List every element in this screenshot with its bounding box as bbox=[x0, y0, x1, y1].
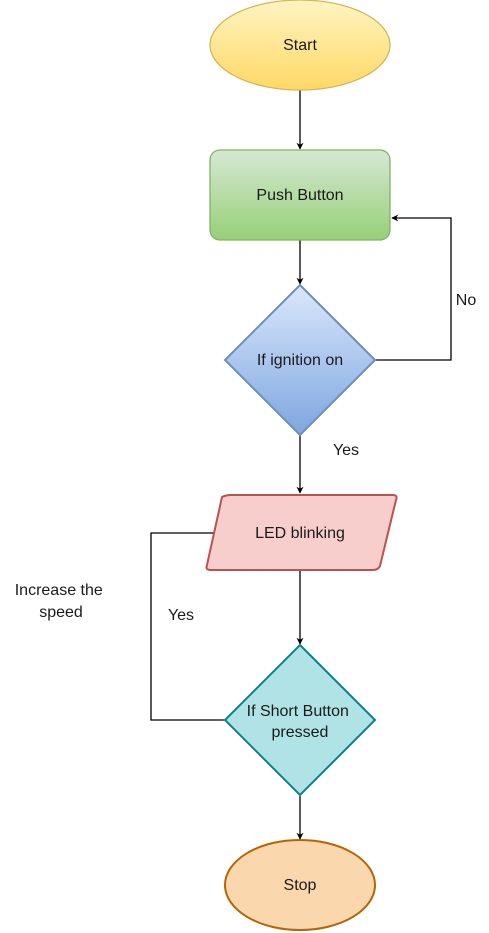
stop-node: Stop bbox=[224, 839, 376, 931]
short-button-decision-node: If Short Button pressed bbox=[223, 643, 377, 797]
led-blinking-label: LED blinking bbox=[255, 525, 345, 542]
led-blinking-shape bbox=[205, 494, 398, 571]
ignition-decision-label: If ignition on bbox=[257, 352, 343, 369]
push-button-label: Push Button bbox=[256, 187, 343, 204]
edges bbox=[150, 90, 452, 840]
short-button-decision-shape bbox=[223, 643, 377, 797]
ignition-decision-shape bbox=[223, 283, 377, 437]
short-yes-label: Yes bbox=[168, 607, 194, 624]
short-button-label-line-1: If Short Button bbox=[247, 703, 349, 720]
stop-label: Stop bbox=[284, 877, 317, 894]
edge-ignition-no-loop bbox=[375, 214, 452, 361]
start-label: Start bbox=[283, 37, 317, 54]
start-shape bbox=[209, 0, 391, 91]
ignition-no-label: No bbox=[456, 292, 477, 309]
short-button-decision-label: If Short Button pressed bbox=[247, 703, 354, 741]
push-button-node: Push Button bbox=[209, 149, 391, 241]
increase-speed-line-1: Increase the bbox=[15, 582, 103, 599]
start-node: Start bbox=[209, 0, 391, 91]
push-button-shape bbox=[209, 149, 391, 241]
ignition-decision-node: If ignition on bbox=[223, 283, 377, 437]
short-button-label-line-2: pressed bbox=[272, 724, 329, 741]
ignition-yes-label: Yes bbox=[333, 442, 359, 459]
edge-short-yes-loop bbox=[150, 529, 227, 721]
increase-speed-label: Increase the speed bbox=[15, 582, 108, 621]
increase-speed-line-2: speed bbox=[39, 604, 83, 621]
stop-shape bbox=[224, 839, 376, 931]
led-blinking-node: LED blinking bbox=[205, 494, 398, 571]
